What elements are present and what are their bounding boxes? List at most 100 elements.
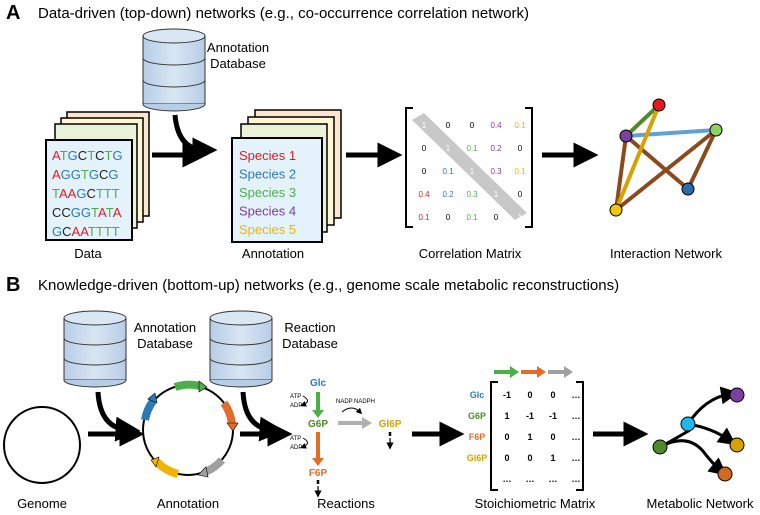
matrix-cell: 0.4 [418,190,430,199]
panel-a-letter: A [6,2,20,24]
db2-to-reactions-arrow [240,391,285,442]
matrix-cell: 0.1 [514,121,526,130]
db1-label-line2: Database [137,336,193,351]
sequence-line: TAAGCTTT [52,186,120,201]
matrix-cell: 0 [494,213,499,222]
stoich-cell: 1 [504,411,509,421]
db1-to-annotation-arrow [95,391,141,442]
stoich-cell: 0 [504,432,509,442]
stoich-cell: … [572,474,581,484]
species-item: Species 5 [239,222,296,237]
cofactor-atp-2: ATP [290,436,301,442]
sequence-line: CCGGTATA [52,205,122,220]
db-to-annotation-arrow [172,114,218,163]
matrix-cell: 1 [446,144,451,153]
matrix-cell: 0 [422,167,427,176]
species-item: Species 2 [239,167,296,182]
panel-b-title: Knowledge-driven (bottom-up) networks (e… [38,277,619,294]
cofactor-adp-2: ADP [290,445,302,451]
stoich-cell: 0 [550,432,555,442]
species-item: Species 1 [239,148,296,163]
stoich-row-label: Glc [470,390,485,400]
species-item: Species 3 [239,185,296,200]
matrix-cell: 0 [518,190,523,199]
met-f6p: F6P [309,468,328,479]
reaction-database-icon [209,310,273,388]
genome-label: Genome [17,496,67,511]
matrix-cell: 1 [470,167,475,176]
matrix-cell: 0 [470,121,475,130]
met-gl6p: Gl6P [379,419,402,430]
annotation-database-icon [142,28,206,112]
cofactor-adp-1: ADP [290,403,302,409]
stoich-cell: 0 [527,390,532,400]
panel-b-letter: B [6,274,20,296]
matrix-cell: 0.1 [466,144,478,153]
met-g6p: G6P [308,419,328,430]
matrix-cell: 0.1 [418,213,430,222]
annotated-genome [141,380,239,478]
matrix-cell: 1 [494,190,499,199]
db-label-line2: Database [210,56,266,71]
met-glc: Glc [310,378,327,389]
annotation-b-label: Annotation [157,496,219,511]
sequence-line: AGGTGCG [52,167,119,182]
data-stack [45,111,150,241]
db2-label-line2: Database [282,336,338,351]
stoich-cell: -1 [503,390,511,400]
stoich-label: Stoichiometric Matrix [475,496,596,511]
annotation-label: Annotation [242,246,304,261]
stoich-cell: 1 [527,432,532,442]
stoich-cell: … [572,453,581,463]
matrix-cell: 0 [422,144,427,153]
reaction-pathway: Glc ATP ADP G6P ATP ADP F6P NADP NADPH G… [290,378,402,498]
stoich-cell: 0 [550,390,555,400]
stoich-row-label: Gl6P [467,453,488,463]
cofactor-nadph: NADPH [354,399,375,405]
stoich-cell: 0 [504,453,509,463]
genome-circle [3,406,81,484]
stoich-cell: -1 [526,411,534,421]
metabolic-network-label: Metabolic Network [647,496,754,511]
data-label: Data [74,246,102,261]
matrix-cell: 0.1 [466,213,478,222]
network-label: Interaction Network [610,246,722,261]
matrix-cell: 0.4 [490,121,502,130]
annotation-database-icon-b [63,310,127,388]
stoich-cell: -1 [549,411,557,421]
matrix-cell: 1 [518,213,523,222]
db2-label-line1: Reaction [284,320,335,335]
stoich-row-label: G6P [468,411,486,421]
metabolic-network [652,386,745,482]
cofactor-atp-1: ATP [290,394,301,400]
cofactor-nadp: NADP [336,399,353,405]
matrix-cell: 0 [518,144,523,153]
matrix-cell: 1 [422,121,427,130]
matrix-label: Correlation Matrix [419,246,522,261]
stoich-cell: … [572,432,581,442]
stoich-cell: … [526,474,535,484]
panel-a-title: Data-driven (top-down) networks (e.g., c… [38,5,529,22]
stoich-cell: … [503,474,512,484]
matrix-cell: 0 [446,121,451,130]
stoich-cell: … [572,411,581,421]
matrix-cell: 0.1 [514,167,526,176]
species-list: Species 1 Species 2 Species 3 Species 4 Spec… [239,148,296,237]
stoich-row-label: F6P [469,432,486,442]
stoich-cell: … [549,474,558,484]
reactions-label: Reactions [317,496,375,511]
matrix-cell: 0.1 [442,167,454,176]
matrix-cell: 0.3 [466,190,478,199]
stoich-cell: 0 [527,453,532,463]
matrix-cell: 0.2 [490,144,502,153]
species-item: Species 4 [239,204,296,219]
db-label-line1: Annotation [207,40,269,55]
annotation-stack [231,109,342,243]
matrix-cell: 0.2 [442,190,454,199]
db1-label-line1: Annotation [134,320,196,335]
interaction-network [609,98,723,217]
